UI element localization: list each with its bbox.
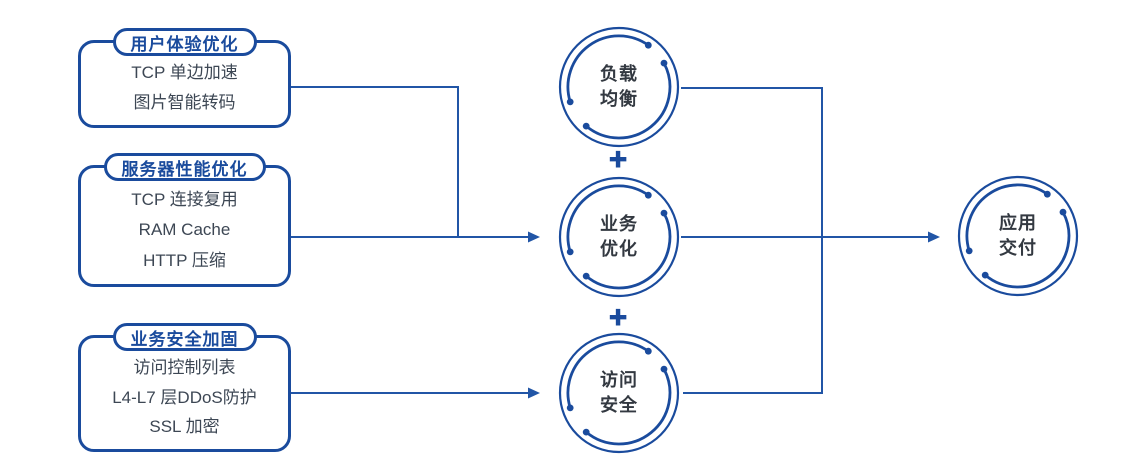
card-item: SSL 加密 (149, 416, 220, 436)
card-item: RAM Cache (138, 220, 231, 239)
card-business-security-body: 访问控制列表 L4-L7 层DDoS防护 SSL 加密 (81, 347, 288, 447)
card-business-security: 业务安全加固 访问控制列表 L4-L7 层DDoS防护 SSL 加密 (78, 323, 291, 452)
node-label-line: 负载 (600, 64, 638, 84)
card-item: L4-L7 层DDoS防护 (112, 387, 257, 407)
arrowhead-delivery (928, 231, 940, 243)
plus-icon: + (608, 299, 628, 335)
card-user-experience-body: TCP 单边加速 图片智能转码 (81, 52, 288, 123)
card-user-experience-title: 用户体验优化 (112, 28, 257, 56)
arrowhead-security (528, 387, 540, 399)
node-label-line: 应用 (999, 213, 1037, 233)
card-title-text: 业务安全加固 (130, 329, 239, 349)
node-label-line: 交付 (999, 238, 1037, 258)
node-label-line: 业务 (600, 214, 638, 234)
connector-collector (681, 87, 823, 394)
card-item: TCP 连接复用 (131, 189, 238, 209)
card-title-text: 用户体验优化 (130, 34, 239, 54)
node-label-application-delivery: 应用 交付 (999, 211, 1037, 261)
card-server-performance-title: 服务器性能优化 (103, 153, 266, 181)
node-label-line: 均衡 (600, 89, 638, 109)
card-item: HTTP 压缩 (143, 250, 226, 270)
card-user-experience: 用户体验优化 TCP 单边加速 图片智能转码 (78, 28, 291, 128)
card-item: TCP 单边加速 (131, 63, 238, 83)
card-business-security-title: 业务安全加固 (112, 323, 257, 351)
card-server-performance: 服务器性能优化 TCP 连接复用 RAM Cache HTTP 压缩 (78, 153, 291, 287)
card-item: 访问控制列表 (133, 358, 236, 378)
plus-icon: + (608, 141, 628, 177)
node-label-business-optimization: 业务 优化 (600, 212, 638, 262)
node-label-access-security: 访问 安全 (600, 368, 638, 418)
card-title-text: 服务器性能优化 (121, 159, 248, 179)
node-label-line: 安全 (600, 395, 638, 415)
connector-card1-to-optimization (291, 86, 459, 236)
card-item: 图片智能转码 (133, 92, 236, 112)
node-label-line: 访问 (600, 370, 638, 390)
arrowhead-optimization (528, 231, 540, 243)
node-label-load-balancing: 负载 均衡 (600, 62, 638, 112)
node-label-line: 优化 (600, 239, 638, 259)
card-server-performance-body: TCP 连接复用 RAM Cache HTTP 压缩 (81, 177, 288, 282)
